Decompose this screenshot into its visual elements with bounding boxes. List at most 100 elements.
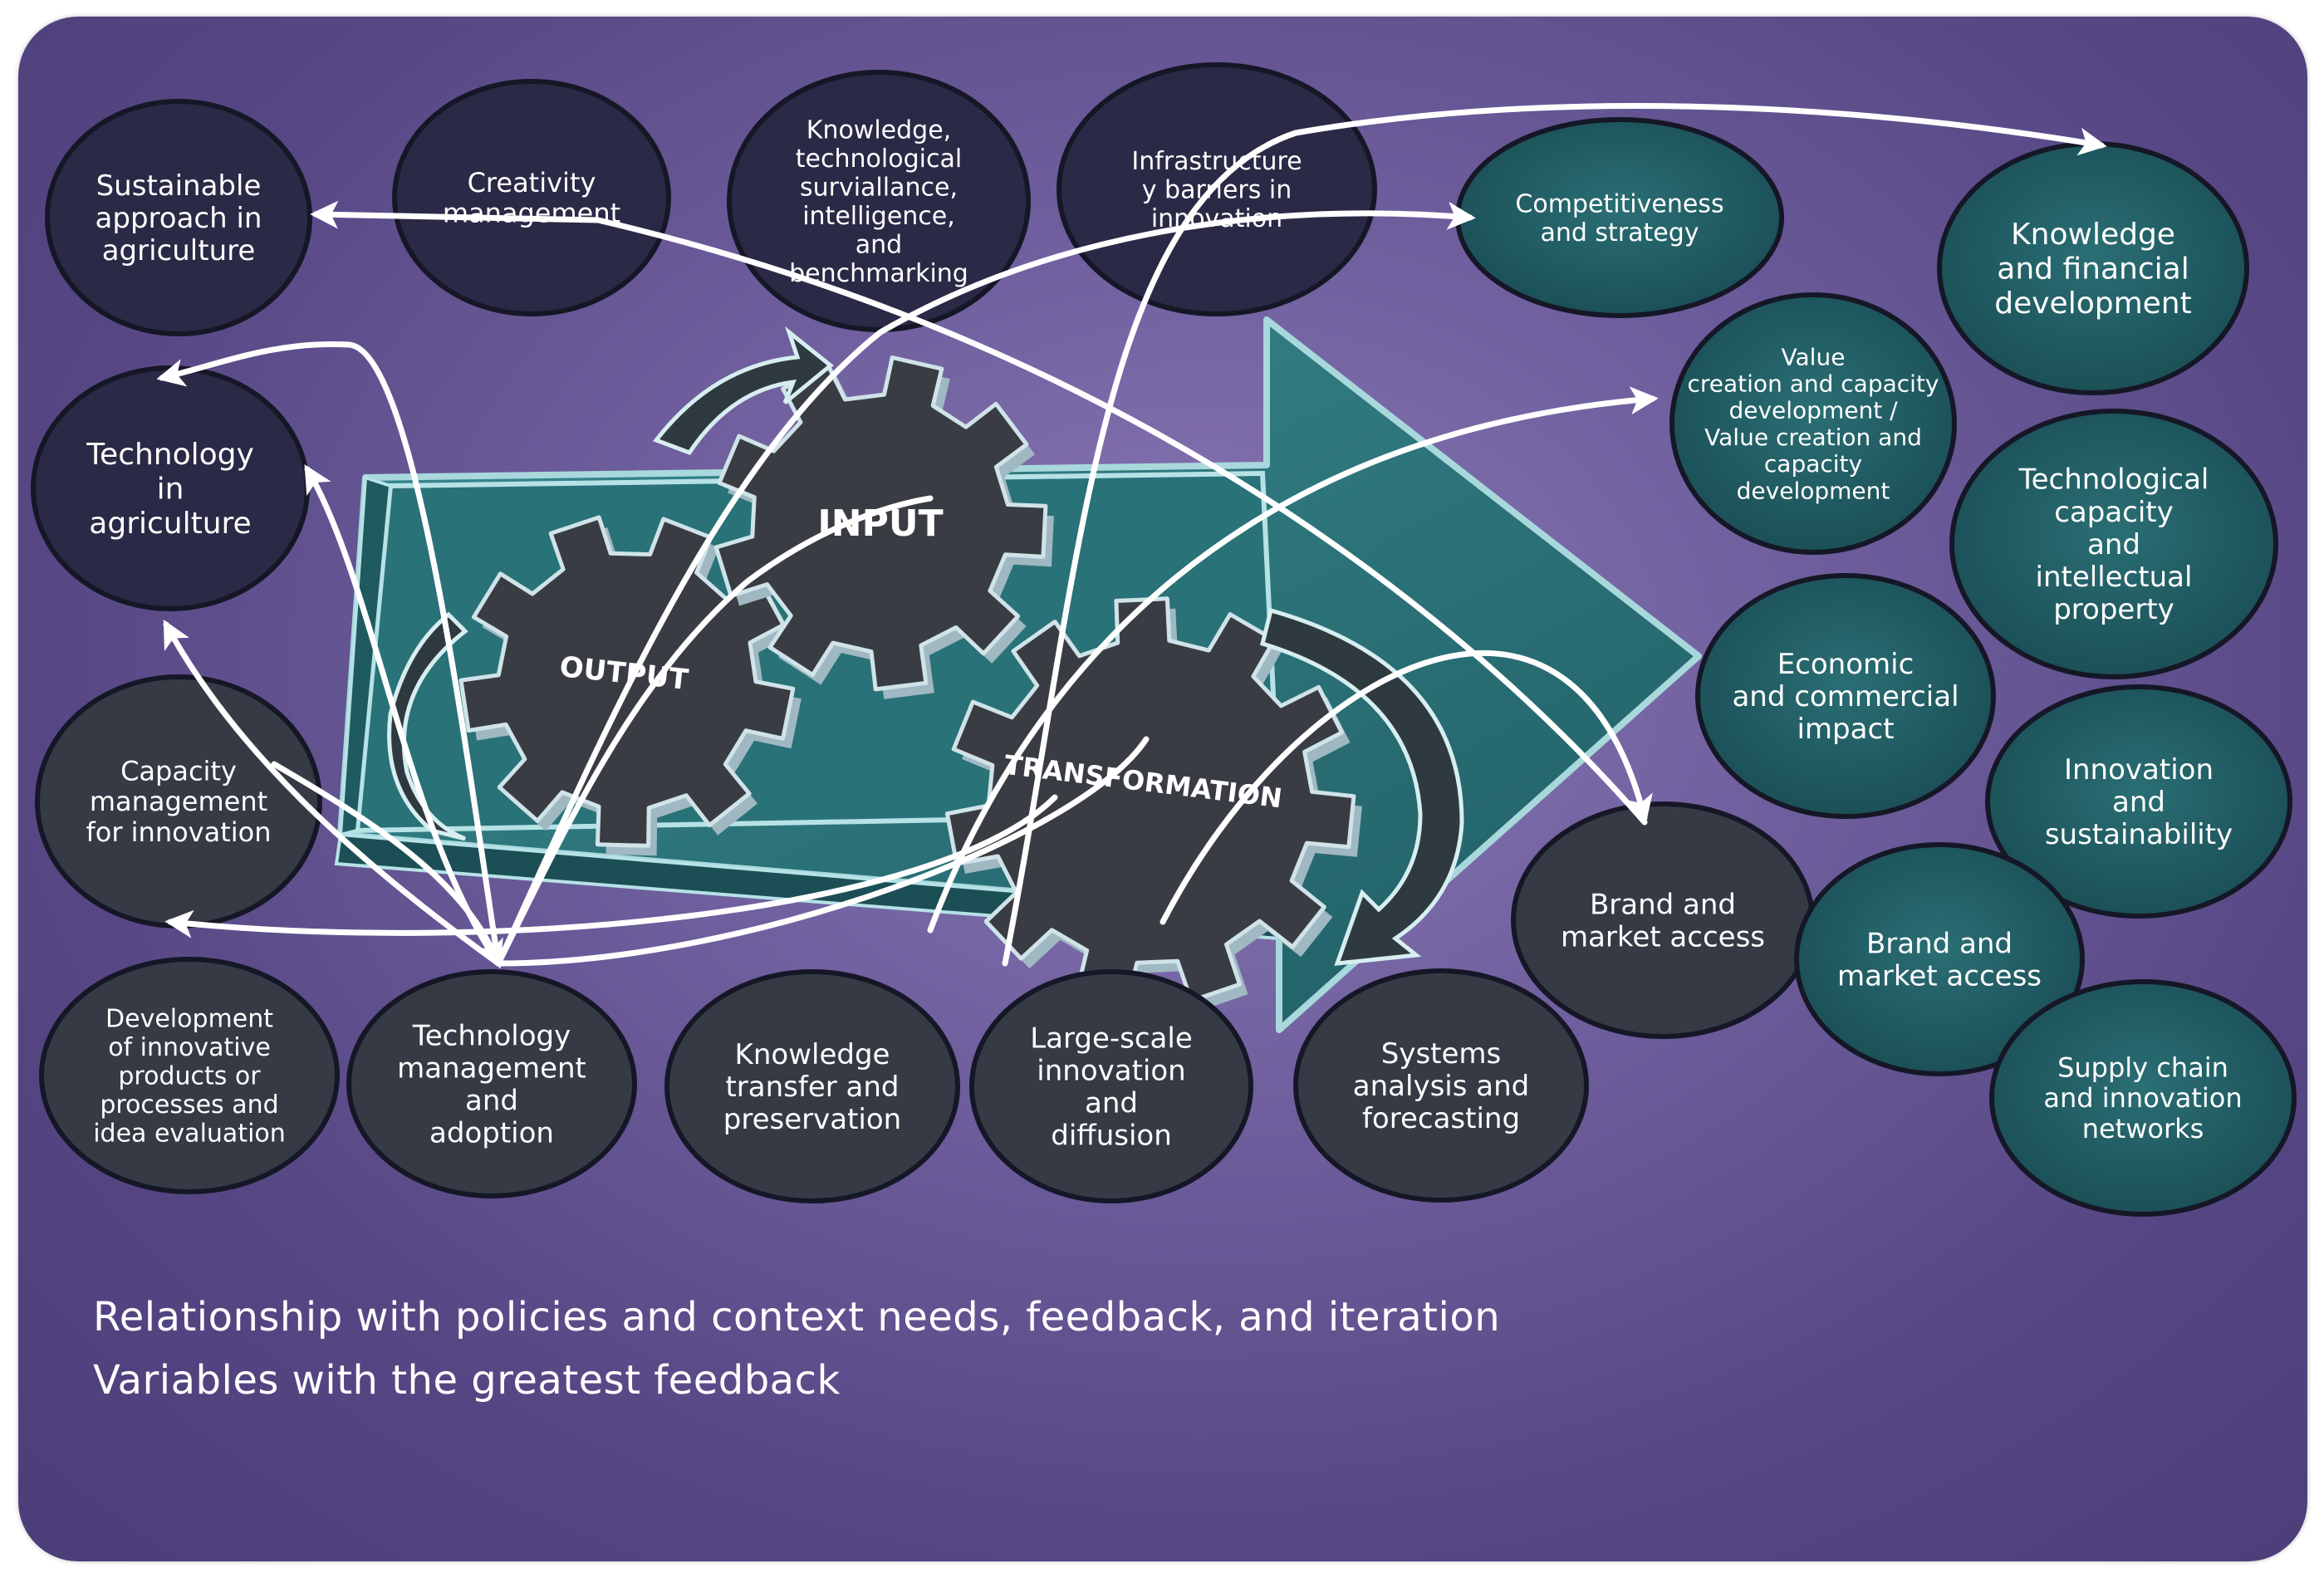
arrow-loop-mid: [495, 495, 934, 967]
node-label-knowledge-tech-line-2: surviallance,: [800, 173, 958, 202]
footer-caption: Relationship with policies and context n…: [93, 1286, 1500, 1412]
node-shape-creativity: [392, 79, 671, 316]
feedback-arrows: [156, 103, 2107, 969]
node-shape-systems: [1293, 968, 1589, 1203]
node-label-value-creation-line-4: capacity: [1764, 450, 1862, 478]
node-shape-knowledge-transfer: [664, 969, 960, 1203]
node-label-tech-capacity-line-1: capacity: [2054, 496, 2174, 529]
footer-line-2: Variables with the greatest feedback: [93, 1357, 841, 1404]
node-label-development-line-3: processes and: [100, 1090, 278, 1120]
footer-line-1: Relationship with policies and context n…: [93, 1294, 1501, 1340]
node-label-competitiveness-line-1: and strategy: [1540, 218, 1699, 247]
node-label-tech-agri-line-0: Technology: [86, 438, 254, 472]
node-label-knowledge-financial-line-1: and financial: [1997, 252, 2189, 287]
output-gear: [458, 515, 796, 848]
node-label-sustainable-line-2: agriculture: [102, 234, 256, 267]
arrow-to-sustainable: [310, 200, 1648, 826]
node-label-large-scale-line-3: diffusion: [1051, 1120, 1172, 1153]
node-label-tech-capacity-line-2: and: [2087, 528, 2140, 561]
arrow-to-brand: [1160, 649, 1653, 925]
node-label-sustainable-line-0: Sustainable: [96, 169, 262, 203]
rotation-arrows: [387, 326, 1464, 966]
node-label-knowledge-tech-line-1: technological: [796, 145, 962, 174]
node-label-brand-1-line-1: market access: [1561, 921, 1765, 954]
node-label-capacity-mgmt-line-0: Capacity: [120, 755, 237, 787]
node-label-tech-capacity-line-0: Technological: [2018, 463, 2209, 497]
arrow-to-capacity-mgmt: [164, 794, 1058, 938]
node-label-supply-chain-line-1: and innovation: [2043, 1082, 2242, 1114]
node-shape-innovation-sust: [1985, 684, 2292, 919]
node-label-economic-line-0: Economic: [1777, 648, 1915, 681]
node-label-tech-mgmt-line-3: adoption: [429, 1117, 554, 1150]
arrow-to-value-creation: [927, 386, 1659, 934]
node-label-knowledge-transfer-line-0: Knowledge: [735, 1038, 890, 1071]
node-shape-value-creation: [1669, 292, 1957, 555]
node-label-development-line-2: products or: [118, 1062, 261, 1091]
node-shape-large-scale: [969, 969, 1253, 1203]
node-label-tech-mgmt-line-0: Technology: [412, 1019, 571, 1052]
node-label-development-line-4: idea evaluation: [93, 1120, 286, 1149]
node-label-large-scale-line-0: Large-scale: [1030, 1022, 1193, 1055]
node-label-tech-mgmt-line-2: and: [465, 1085, 518, 1118]
node-label-knowledge-transfer-line-2: preservation: [723, 1103, 901, 1136]
node-label-value-creation-line-5: development: [1737, 477, 1890, 504]
node-label-economic-line-2: impact: [1797, 713, 1894, 746]
node-label-value-creation-line-2: development /: [1728, 397, 1898, 424]
output-rotation-arrow: [387, 611, 468, 841]
arrow-from-creativity-loop: [495, 736, 1150, 967]
arrow-to-tech-mgmt: [271, 761, 503, 969]
arrow-to-tech-agri-top: [156, 341, 502, 967]
node-shape-development: [39, 957, 340, 1194]
node-label-tech-agri-line-2: agriculture: [89, 507, 251, 541]
node-label-knowledge-financial-line-2: development: [1994, 287, 2191, 321]
node-label-creativity-line-0: Creativity: [468, 167, 596, 198]
node-label-brand-2-line-0: Brand and: [1866, 927, 2013, 960]
node-shape-knowledge-tech: [727, 70, 1031, 332]
node-label-systems-line-2: forecasting: [1362, 1102, 1520, 1135]
node-label-infrastructure-line-0: Infrastructure: [1131, 147, 1302, 176]
arrow-to-tech-agri-bottom: [163, 620, 502, 967]
node-label-innovation-sust-line-2: sustainability: [2045, 818, 2233, 851]
transformation-rotation-arrow: [1259, 607, 1464, 966]
node-shape-brand-2: [1794, 842, 2085, 1076]
node-label-value-creation-line-1: creation and capacity: [1688, 370, 1939, 398]
arrow-to-knowledge-financial: [1002, 103, 2107, 967]
node-label-supply-chain-line-2: networks: [2082, 1113, 2204, 1144]
node-label-knowledge-transfer-line-1: transfer and: [725, 1071, 899, 1104]
node-shape-economic: [1695, 573, 1996, 819]
gear-label-input: INPUT: [817, 502, 943, 545]
node-label-tech-capacity-line-4: property: [2053, 593, 2174, 626]
node-label-capacity-mgmt-line-1: management: [90, 786, 267, 817]
node-label-large-scale-line-1: innovation: [1037, 1054, 1185, 1087]
node-label-supply-chain-line-0: Supply chain: [2057, 1051, 2228, 1083]
node-knowledge-tech: Knowledge,technologicalsurviallance,inte…: [727, 70, 1031, 332]
node-shape-tech-capacity: [1949, 409, 2278, 679]
platform-left-edge: [338, 475, 393, 837]
node-label-development-line-1: of innovative: [108, 1033, 271, 1062]
node-label-capacity-mgmt-line-2: for innovation: [86, 816, 271, 848]
node-label-tech-capacity-line-3: intellectual: [2036, 561, 2193, 594]
node-label-knowledge-tech-line-0: Knowledge,: [807, 115, 951, 145]
node-label-systems-line-1: analysis and: [1353, 1070, 1529, 1103]
node-label-value-creation-line-0: Value: [1782, 343, 1846, 370]
node-label-knowledge-tech-line-3: intelligence,: [802, 202, 955, 231]
node-label-innovation-sust-line-1: and: [2112, 786, 2165, 819]
node-shape-supply-chain: [1989, 979, 2297, 1217]
node-shape-tech-mgmt: [346, 969, 637, 1198]
node-label-brand-1-line-0: Brand and: [1590, 888, 1736, 921]
